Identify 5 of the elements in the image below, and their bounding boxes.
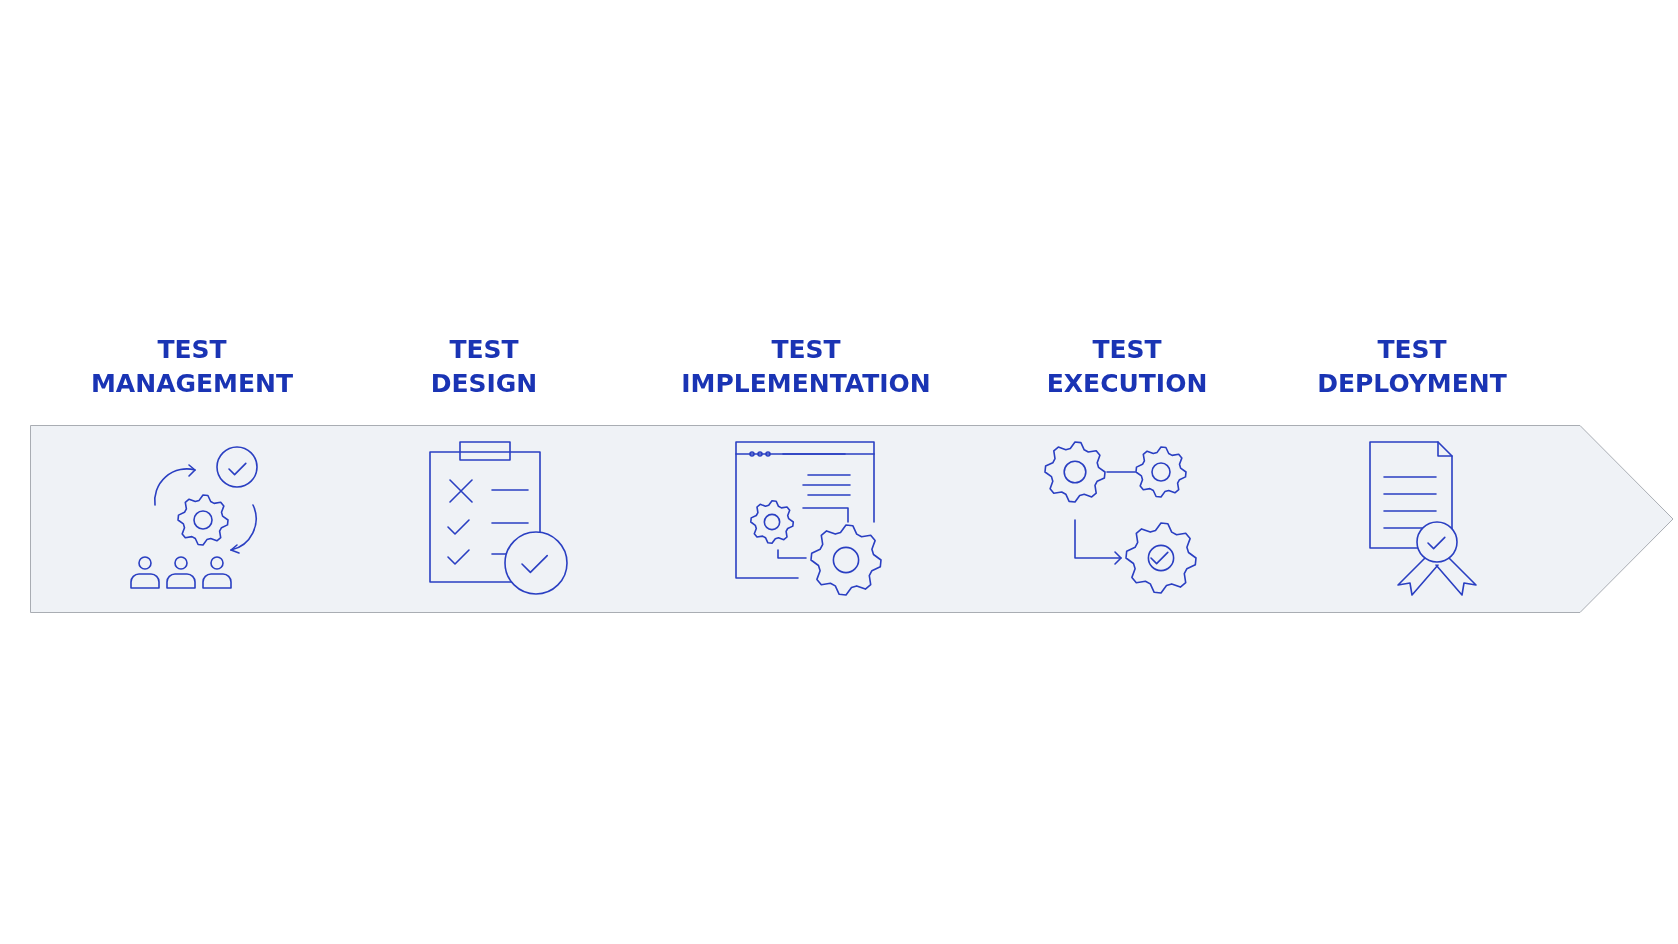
stage-heading: TEST IMPLEMENTATION	[681, 334, 931, 400]
stage-heading: TEST EXECUTION	[1046, 334, 1208, 400]
stage-heading: TEST DEPLOYMENT	[1317, 334, 1507, 400]
stage-heading: TEST DESIGN	[430, 334, 538, 400]
stage-heading: TEST MANAGEMENT	[91, 334, 293, 400]
